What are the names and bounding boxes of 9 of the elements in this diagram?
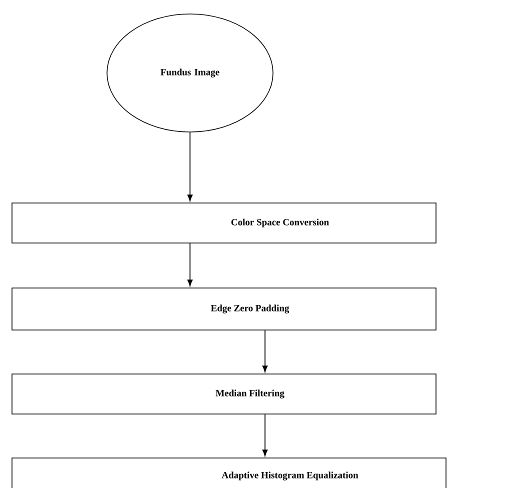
arrow bbox=[262, 414, 268, 456]
arrow bbox=[262, 330, 268, 372]
process-box: Edge Zero Padding bbox=[12, 288, 436, 330]
ellipse-node: Fundus Image bbox=[106, 14, 274, 132]
process-box: Adaptive Histogram Equalization bbox=[12, 458, 446, 488]
arrow bbox=[187, 242, 193, 286]
process-box: Color Space Conversion bbox=[12, 202, 436, 244]
arrow bbox=[187, 132, 193, 202]
process-box: Median Filtering bbox=[12, 374, 436, 414]
